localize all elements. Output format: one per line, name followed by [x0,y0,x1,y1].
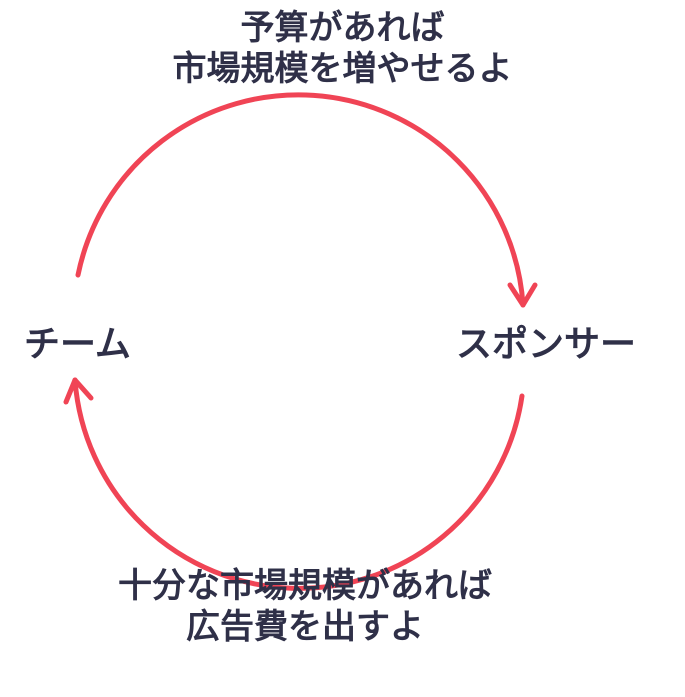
bottom-caption-line-1: 十分な市場規模があれば [118,566,492,606]
top-caption-line-2: 市場規模を増やせるよ [172,48,513,89]
top-arc-arrow [75,92,526,308]
bottom-arrowhead [63,377,94,405]
bottom-arc-arrow [72,377,525,591]
bottom-caption-line-2: 広告費を出すよ [186,606,424,647]
bottom-caption: 十分な市場規模があれば 広告費を出すよ [0,566,610,648]
top-arrowhead [507,282,538,308]
node-sponsor: スポンサー [456,324,637,365]
node-team: チーム [24,324,131,365]
top-caption: 予算があれば 市場規模を増やせるよ [0,8,685,90]
top-caption-line-1: 予算があれば [240,8,445,48]
